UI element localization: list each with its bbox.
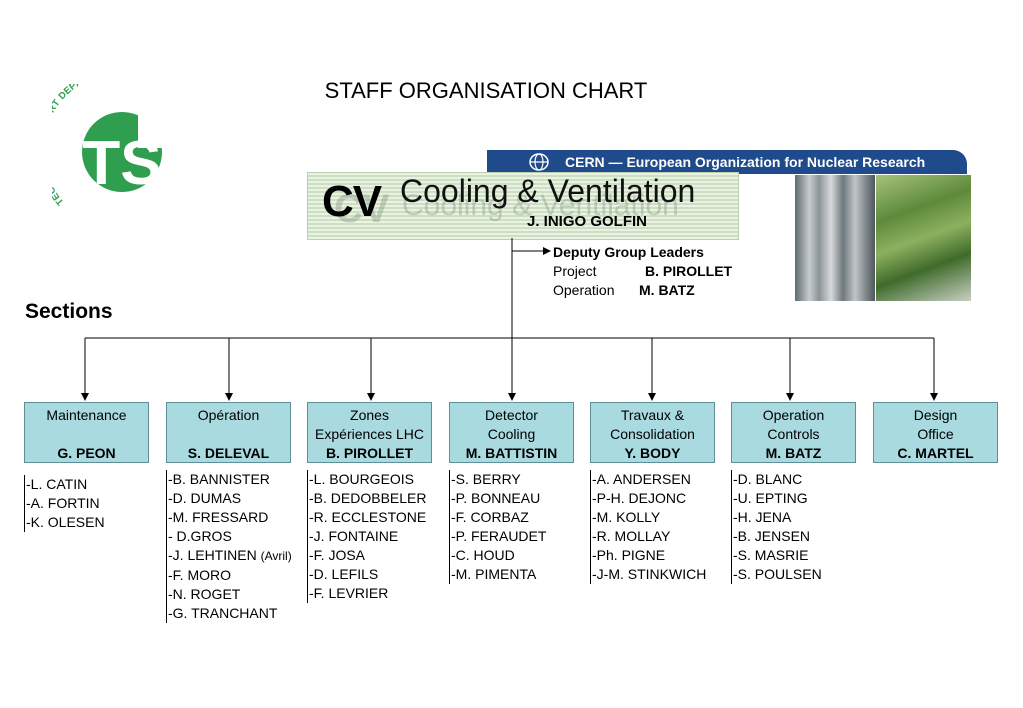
list-item: -G. TRANCHANT xyxy=(168,605,278,621)
section-box-maintenance: Maintenance G. PEON xyxy=(24,402,149,463)
member-note: (Avril) xyxy=(260,549,292,563)
section-box-operation: Opération S. DELEVAL xyxy=(166,402,291,463)
list-item: -J. LEHTINEN (Avril) xyxy=(168,547,292,563)
section-head: B. PIROLLET xyxy=(325,445,414,461)
list-item: -B. DEDOBBELER xyxy=(309,490,427,506)
sections-heading: Sections xyxy=(25,300,113,323)
list-item: -F. MORO xyxy=(168,567,231,583)
list-item: -K. OLESEN xyxy=(26,514,105,530)
member-list-operation-controls: -D. BLANC -U. EPTING -H. JENA -B. JENSEN… xyxy=(731,470,822,584)
list-item: -F. LEVRIER xyxy=(309,585,389,601)
deputy-heading: Deputy Group Leaders xyxy=(553,244,704,260)
list-item: -P. BONNEAU xyxy=(451,490,541,506)
group-name: Cooling & Ventilation xyxy=(400,173,696,209)
cern-banner: CERN — European Organization for Nuclear… xyxy=(487,150,967,174)
list-item: -Ph. PIGNE xyxy=(592,547,666,563)
list-item: -L. BOURGEOIS xyxy=(309,471,415,487)
list-item: -B. JENSEN xyxy=(733,528,811,544)
list-item: - D.GROS xyxy=(168,528,232,544)
list-item: -A. ANDERSEN xyxy=(592,471,691,487)
cern-emblem-icon xyxy=(529,153,549,171)
list-item: -H. JENA xyxy=(733,509,792,525)
member-list-zones: -L. BOURGEOIS -B. DEDOBBELER -R. ECCLEST… xyxy=(307,470,426,603)
ventilation-ducts-photo xyxy=(795,175,875,301)
cern-banner-text: CERN — European Organization for Nuclear… xyxy=(565,154,926,170)
list-item: -S. BERRY xyxy=(451,471,521,487)
member-list-travaux: -A. ANDERSEN -P-H. DEJONC -M. KOLLY -R. … xyxy=(590,470,706,584)
section-head: Y. BODY xyxy=(624,445,681,461)
group-leader: J. INIGO GOLFIN xyxy=(526,213,647,230)
list-item: -R. ECCLESTONE xyxy=(309,509,427,525)
section-head: M. BATZ xyxy=(765,445,822,461)
group-abbr-shadow: CV xyxy=(334,187,390,231)
list-item: -U. EPTING xyxy=(733,490,808,506)
page-title: STAFF ORGANISATION CHART xyxy=(324,78,648,103)
member-list-operation: -B. BANNISTER -D. DUMAS -M. FRESSARD - D… xyxy=(166,470,292,623)
list-item: -L. CATIN xyxy=(26,476,88,492)
cooling-pipes-photo xyxy=(876,175,971,301)
list-item: -P. FERAUDET xyxy=(451,528,547,544)
list-item: -C. HOUD xyxy=(451,547,515,563)
list-item: -D. LEFILS xyxy=(309,566,379,582)
list-item: -N. ROGET xyxy=(168,586,241,602)
list-item: -D. DUMAS xyxy=(168,490,242,506)
list-item: -F. JOSA xyxy=(309,547,366,563)
list-item: -S. POULSEN xyxy=(733,566,822,582)
group-name-shadow: Cooling & Ventilation xyxy=(402,189,679,222)
list-item: -F. CORBAZ xyxy=(451,509,529,525)
list-item: -P-H. DEJONC xyxy=(592,490,687,506)
list-item: -B. BANNISTER xyxy=(168,471,270,487)
list-item: -M. FRESSARD xyxy=(168,509,269,525)
group-box: CV CV Cooling & Ventilation Cooling & Ve… xyxy=(307,172,739,240)
ts-department-logo: TECHNICAL SUPPORT DEPARTMENT TS xyxy=(52,84,178,207)
list-item: -M. PIMENTA xyxy=(451,566,537,582)
logo-letters: TS xyxy=(82,129,161,198)
section-head: G. PEON xyxy=(57,445,116,461)
list-item: -J. FONTAINE xyxy=(309,528,399,544)
section-head: M. BATTISTIN xyxy=(465,445,558,461)
section-head: S. DELEVAL xyxy=(187,445,270,461)
member-list-detector-cooling: -S. BERRY -P. BONNEAU -F. CORBAZ -P. FER… xyxy=(449,470,546,584)
section-box-travaux: Travaux &Consolidation Y. BODY xyxy=(590,402,715,463)
group-abbr: CV xyxy=(322,177,382,226)
list-item: -M. KOLLY xyxy=(592,509,661,525)
list-item: -J-M. STINKWICH xyxy=(592,566,707,582)
list-item: -A. FORTIN xyxy=(26,495,100,511)
list-item: -S. MASRIE xyxy=(733,547,809,563)
list-item: -D. BLANC xyxy=(733,471,803,487)
member-list-maintenance: -L. CATIN -A. FORTIN -K. OLESEN xyxy=(24,475,105,532)
list-item: -R. MOLLAY xyxy=(592,528,671,544)
section-head: C. MARTEL xyxy=(897,445,974,461)
